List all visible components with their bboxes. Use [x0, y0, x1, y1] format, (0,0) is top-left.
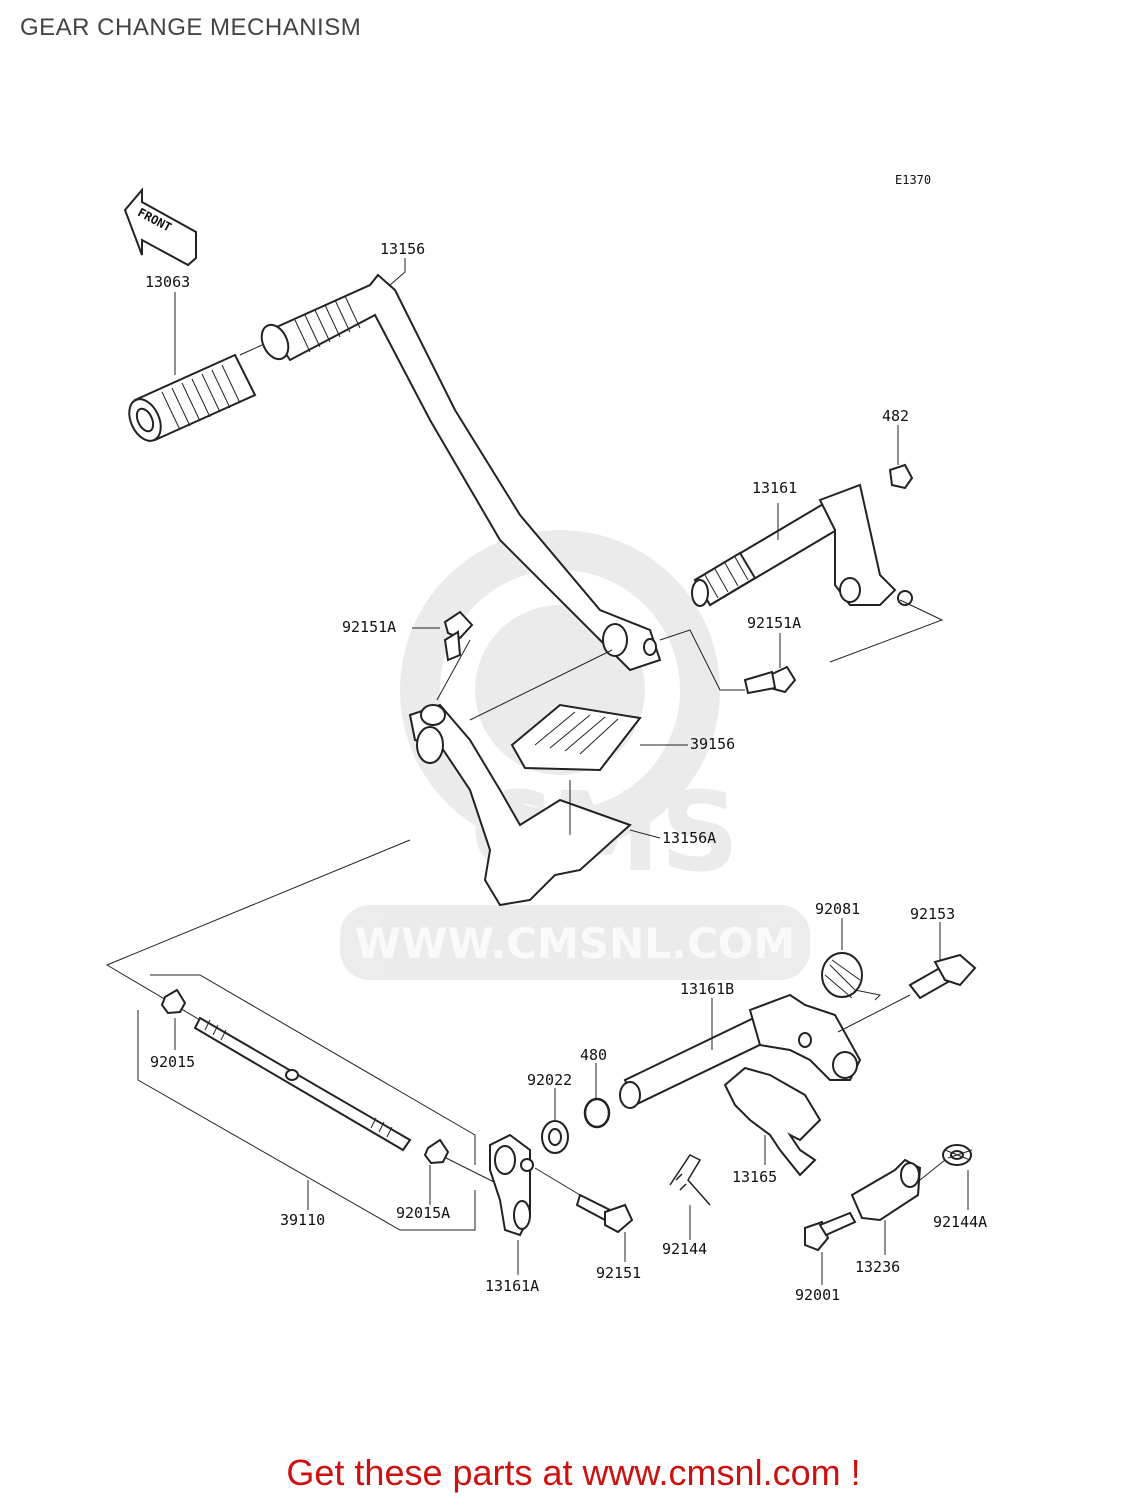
part-label-13161a[interactable]: 13161A [485, 1277, 539, 1295]
part-label-92001[interactable]: 92001 [795, 1286, 840, 1304]
part-label-92144[interactable]: 92144 [662, 1240, 707, 1258]
circlip-480 [583, 1097, 611, 1129]
tie-rod [193, 1016, 412, 1152]
shift-lever [260, 273, 662, 672]
part-label-92151a-left[interactable]: 92151A [342, 618, 396, 636]
lever-arm-13161a [489, 1133, 534, 1237]
shaft-13161b [619, 993, 911, 1109]
part-label-13156[interactable]: 13156 [380, 240, 425, 258]
brake-footpad-lever [408, 703, 632, 907]
part-label-482[interactable]: 482 [882, 407, 909, 425]
part-label-92015a[interactable]: 92015A [396, 1204, 450, 1222]
bolt-92151a-left [443, 610, 474, 662]
part-label-92015[interactable]: 92015 [150, 1053, 195, 1071]
spring-92144 [669, 1154, 711, 1206]
part-label-480[interactable]: 480 [580, 1046, 607, 1064]
footpeg-rubber [128, 353, 257, 442]
part-label-13063[interactable]: 13063 [145, 273, 190, 291]
watermark-text: WWW.CMSNL.COM [355, 919, 796, 968]
spring-92081 [821, 952, 882, 1001]
washer-92022 [541, 1120, 569, 1154]
page-title: GEAR CHANGE MECHANISM [20, 14, 362, 41]
label-leaders [174, 258, 969, 1285]
footer-link[interactable]: Get these parts at www.cmsnl.com ! [286, 1452, 861, 1493]
part-label-39156[interactable]: 39156 [690, 735, 735, 753]
part-label-92081[interactable]: 92081 [815, 900, 860, 918]
shift-shaft [691, 483, 913, 607]
part-label-13165[interactable]: 13165 [732, 1168, 777, 1186]
spring-92144a [942, 1144, 973, 1166]
diagram-code: E1370 [895, 173, 931, 187]
leader-lines-lower [105, 839, 501, 1231]
part-label-13236[interactable]: 13236 [855, 1258, 900, 1276]
bolt-92151a-right [743, 665, 797, 695]
plate-13165 [723, 1066, 822, 1177]
nut-92015 [160, 988, 187, 1015]
part-label-13161[interactable]: 13161 [752, 479, 797, 497]
part-label-92153[interactable]: 92153 [910, 905, 955, 923]
front-arrow-icon: FRONT [123, 187, 197, 267]
part-label-92022[interactable]: 92022 [527, 1071, 572, 1089]
footpad-rubber [510, 703, 642, 772]
clip-482 [888, 463, 914, 490]
part-label-39110[interactable]: 39110 [280, 1211, 325, 1229]
part-label-92151[interactable]: 92151 [596, 1264, 641, 1282]
bolt-92001 [804, 1211, 857, 1252]
arm-13236 [850, 1158, 946, 1222]
part-label-13156a[interactable]: 13156A [662, 829, 716, 847]
part-label-13161b[interactable]: 13161B [680, 980, 734, 998]
nut-92015a [423, 1138, 450, 1165]
part-label-92144a[interactable]: 92144A [933, 1213, 987, 1231]
leader-lines-upper [436, 599, 944, 835]
part-label-92151a-right[interactable]: 92151A [747, 614, 801, 632]
stud-pin-92153 [908, 953, 977, 1000]
bolt-92151 [534, 1167, 634, 1234]
